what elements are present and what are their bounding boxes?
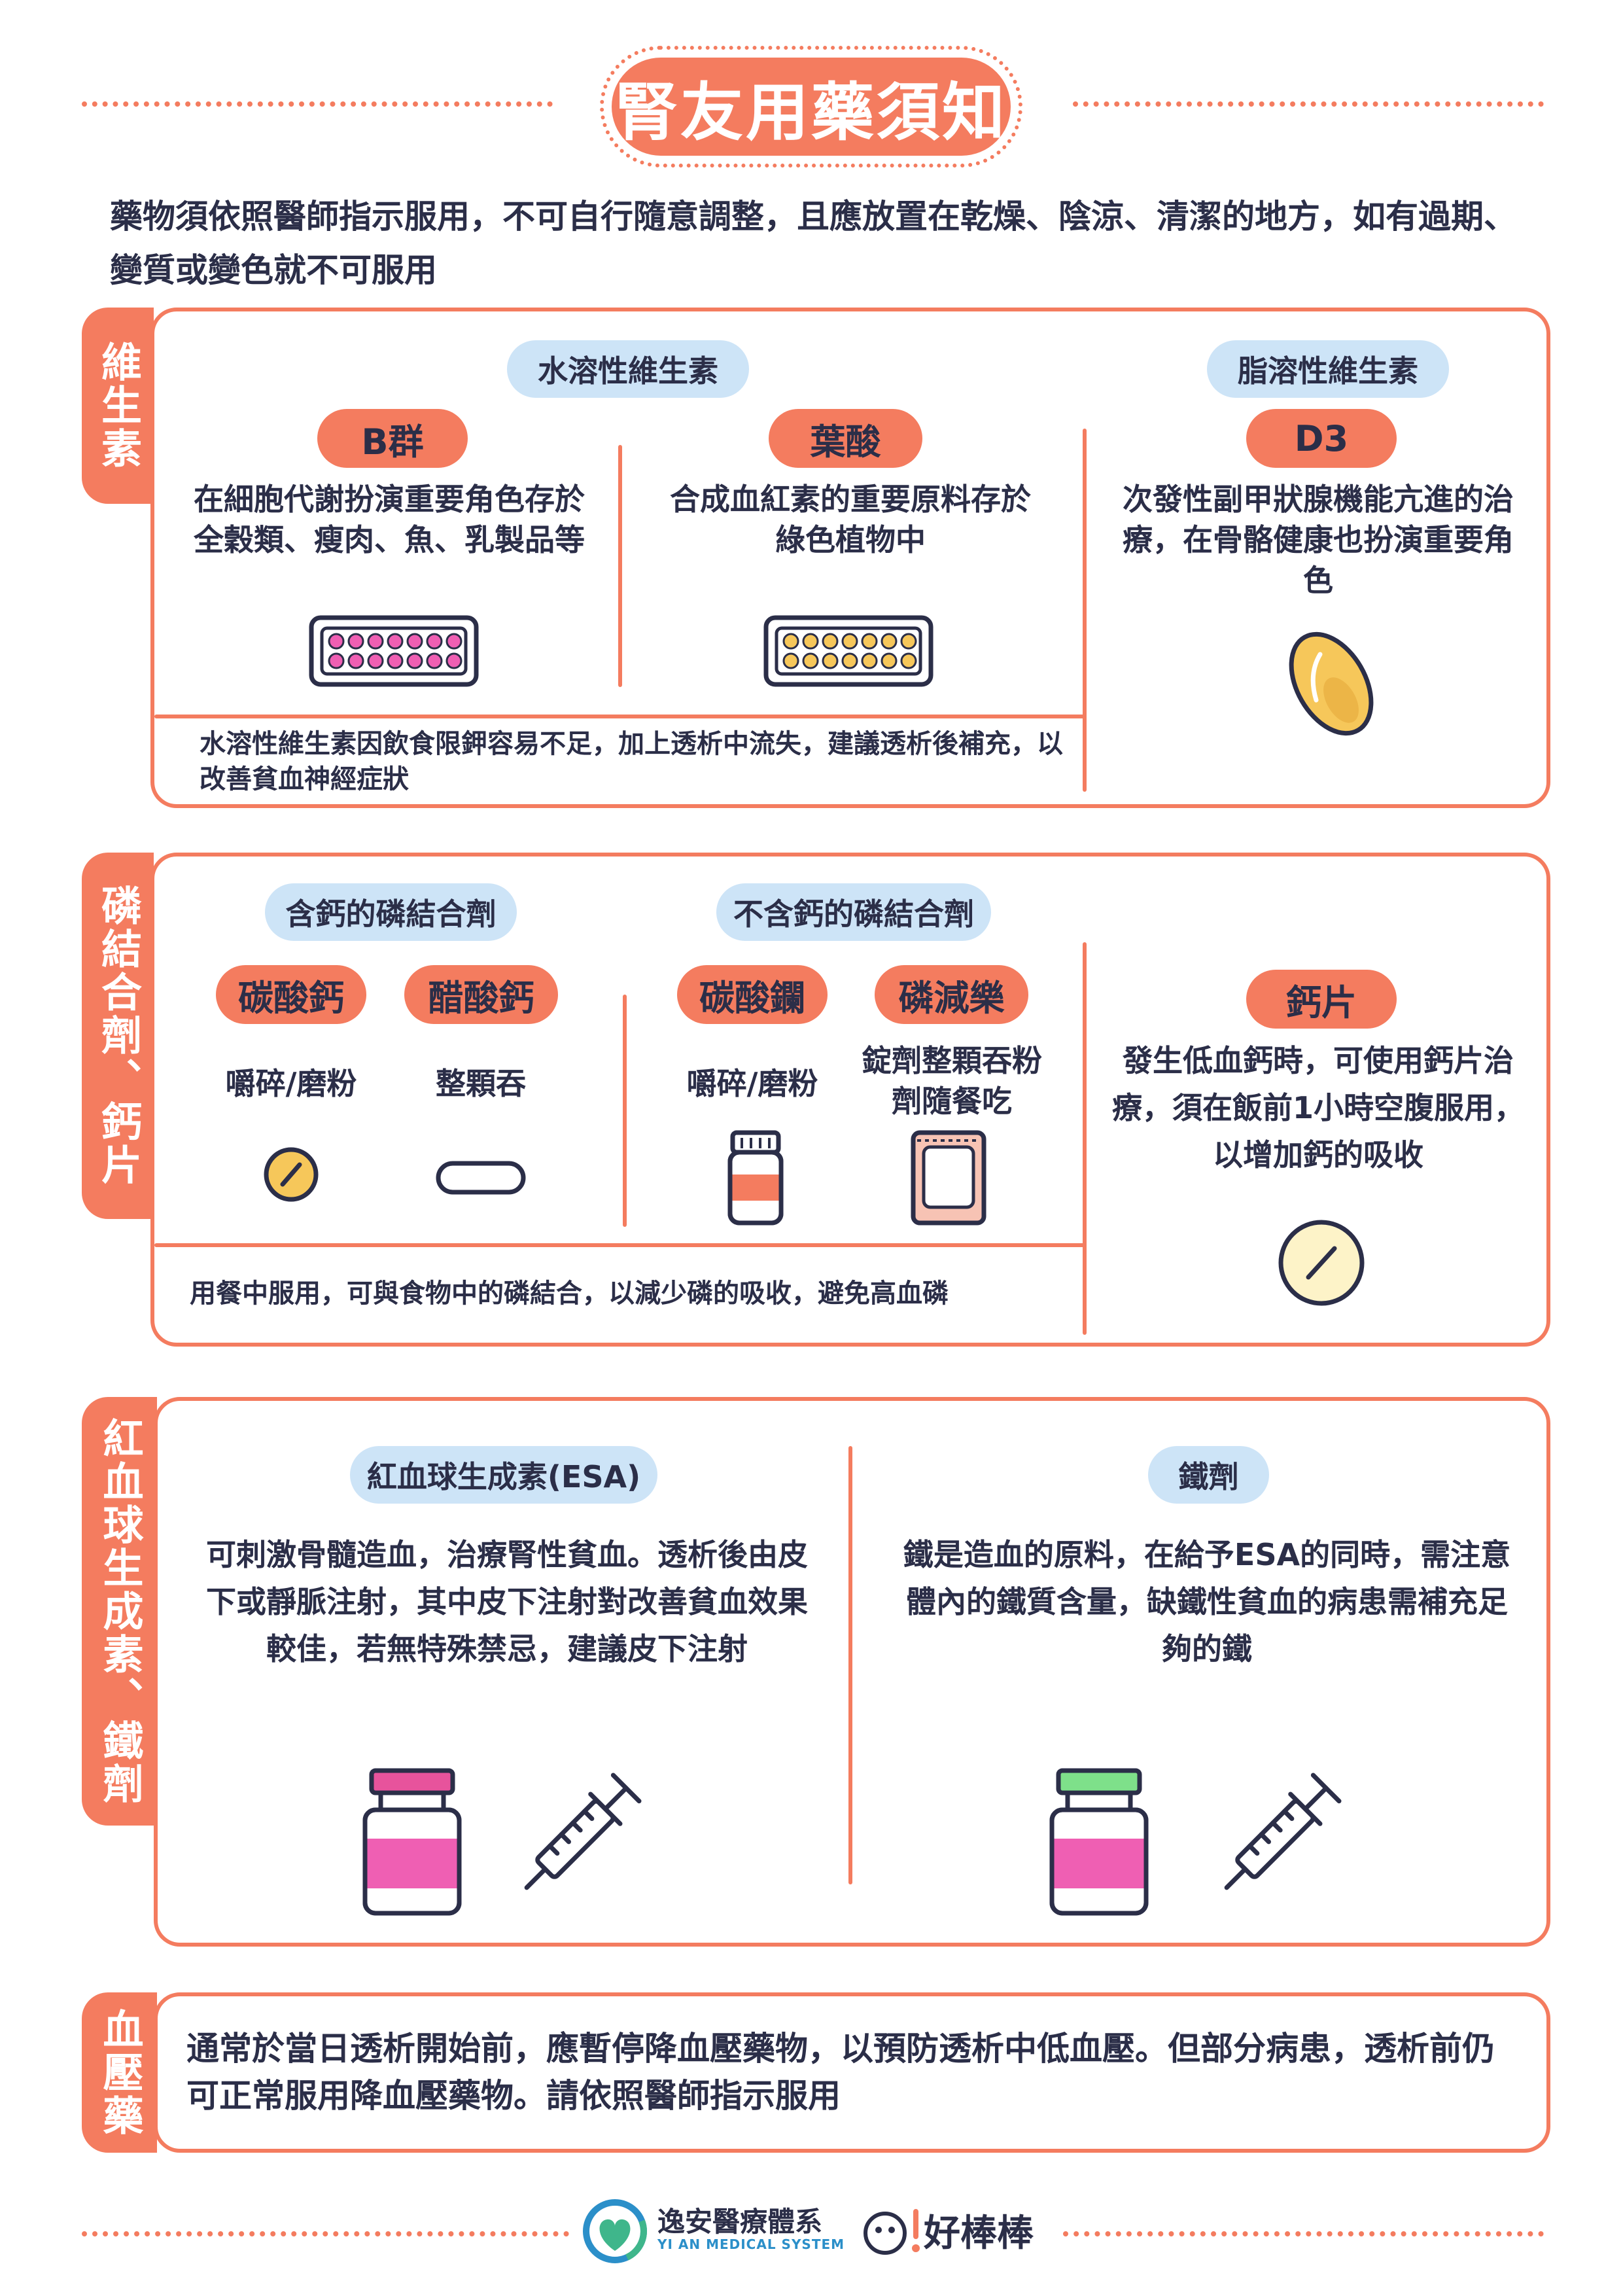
- sevelamer-desc: 錠劑整顆吞粉劑隨餐吃: [862, 1043, 1042, 1119]
- page-title: 腎友用藥須知: [600, 46, 1022, 168]
- b-group-desc: 在細胞代謝扮演重要角色存於全穀類、瘦肉、魚、乳製品等: [194, 482, 585, 557]
- d3-desc: 次發性副甲狀腺機能亢進的治療，在骨骼健康也扮演重要角色: [1123, 482, 1514, 598]
- b-group-blister-pack-icon: [309, 615, 479, 687]
- phosphate-divider-1: [623, 995, 627, 1227]
- vitamin-note-divider: [154, 715, 1085, 718]
- iron-syringe-icon: [1224, 1773, 1342, 1890]
- esa-vial-icon: [362, 1768, 462, 1916]
- org-name: 逸安醫療體系: [657, 2206, 823, 2238]
- calcium-acetate-desc: 整顆吞: [436, 1066, 526, 1101]
- phosphate-section-tab: 磷結合劑、鈣片: [82, 853, 154, 1219]
- brand-name: 好棒棒: [924, 2212, 1034, 2255]
- bp-desc: 通常於當日透析開始前，應暫停降血壓藥物，以預防透析中低血壓。但部分病患，透析前仍…: [186, 2030, 1495, 2115]
- phosphate-note: 用餐中服用，可與食物中的磷結合，以減少磷的吸收，避免高血磷: [190, 1279, 949, 1309]
- water-soluble-vitamin-label: 水溶性維生素: [507, 340, 749, 398]
- d3-name: D3: [1246, 409, 1397, 468]
- folic-acid-desc: 合成血紅素的重要原料存於綠色植物中: [670, 482, 1031, 557]
- lanthanum-carbonate-name: 碳酸鑭: [677, 965, 828, 1024]
- vitamin-divider-1: [618, 445, 622, 687]
- vitamin-note: 水溶性維生素因飲食限鉀容易不足，加上透析中流失，建議透析後補充，以改善貧血神經症…: [200, 729, 1063, 794]
- d3-softgel-capsule-icon: [1289, 631, 1374, 736]
- calcium-tablet-desc: 發生低血鈣時，可使用鈣片治療，須在飯前1小時空腹服用，以增加鈣的吸收: [1111, 1043, 1524, 1173]
- iron-desc: 鐵是造血的原料，在給予ESA的同時，需注意體內的鐵質含量，缺鐵性貧血的病患需補充…: [903, 1537, 1511, 1667]
- calcium-acetate-caplet-icon: [436, 1161, 526, 1195]
- iron-label: 鐵劑: [1148, 1446, 1269, 1504]
- fat-soluble-vitamin-label: 脂溶性維生素: [1207, 340, 1449, 398]
- calcium-carbonate-name: 碳酸鈣: [216, 965, 366, 1024]
- calcium-based-binder-label: 含鈣的磷結合劑: [265, 883, 517, 941]
- esa-label: 紅血球生成素(ESA): [350, 1446, 657, 1504]
- exclamation-icon: [912, 2209, 920, 2252]
- calcium-tablet-name: 鈣片: [1246, 970, 1397, 1029]
- header-dotted-line-right: [1073, 101, 1544, 107]
- iron-vial-icon: [1049, 1768, 1149, 1916]
- esa-desc: 可刺激骨髓造血，治療腎性貧血。透析後由皮下或靜脈注射，其中皮下注射對改善貧血效果…: [206, 1537, 808, 1667]
- lanthanum-pill-bottle-icon: [727, 1130, 784, 1226]
- org-name-en: YI AN MEDICAL SYSTEM: [657, 2236, 845, 2252]
- calcium-carbonate-desc: 嚼碎/磨粉: [225, 1066, 357, 1101]
- non-calcium-binder-label: 不含鈣的磷結合劑: [716, 883, 991, 941]
- lanthanum-carbonate-desc: 嚼碎/磨粉: [686, 1066, 818, 1101]
- calcium-tablet-icon: [1278, 1220, 1365, 1306]
- smiley-face-icon: [864, 2212, 907, 2255]
- b-group-name: B群: [317, 409, 468, 468]
- header-dotted-line-left: [82, 101, 553, 107]
- esa-section-tab: 紅血球生成素、鐵劑: [82, 1397, 157, 1826]
- yi-an-logo-icon: [583, 2199, 647, 2263]
- esa-syringe-icon: [524, 1773, 642, 1890]
- esa-divider: [848, 1446, 852, 1884]
- intro-text: 藥物須依照醫師指示服用，不可自行隨意調整，且應放置在乾燥、陰涼、清潔的地方，如有…: [110, 198, 1516, 289]
- vitamin-divider-2: [1083, 429, 1087, 792]
- footer-dotted-line-left: [82, 2231, 569, 2236]
- sevelamer-powder-sachet-icon: [911, 1130, 986, 1226]
- folic-acid-name: 葉酸: [769, 409, 922, 468]
- folic-acid-blister-pack-icon: [763, 615, 934, 687]
- calcium-carbonate-tablet-icon: [264, 1147, 319, 1202]
- bp-section-tab: 血壓藥: [82, 1992, 157, 2153]
- phosphate-divider-2: [1083, 942, 1087, 1335]
- sevelamer-name: 磷減樂: [875, 965, 1028, 1024]
- vitamin-section-tab: 維生素: [82, 308, 154, 504]
- phosphate-note-divider: [154, 1243, 1085, 1247]
- footer-dotted-line-right: [1063, 2231, 1544, 2236]
- calcium-acetate-name: 醋酸鈣: [404, 965, 558, 1024]
